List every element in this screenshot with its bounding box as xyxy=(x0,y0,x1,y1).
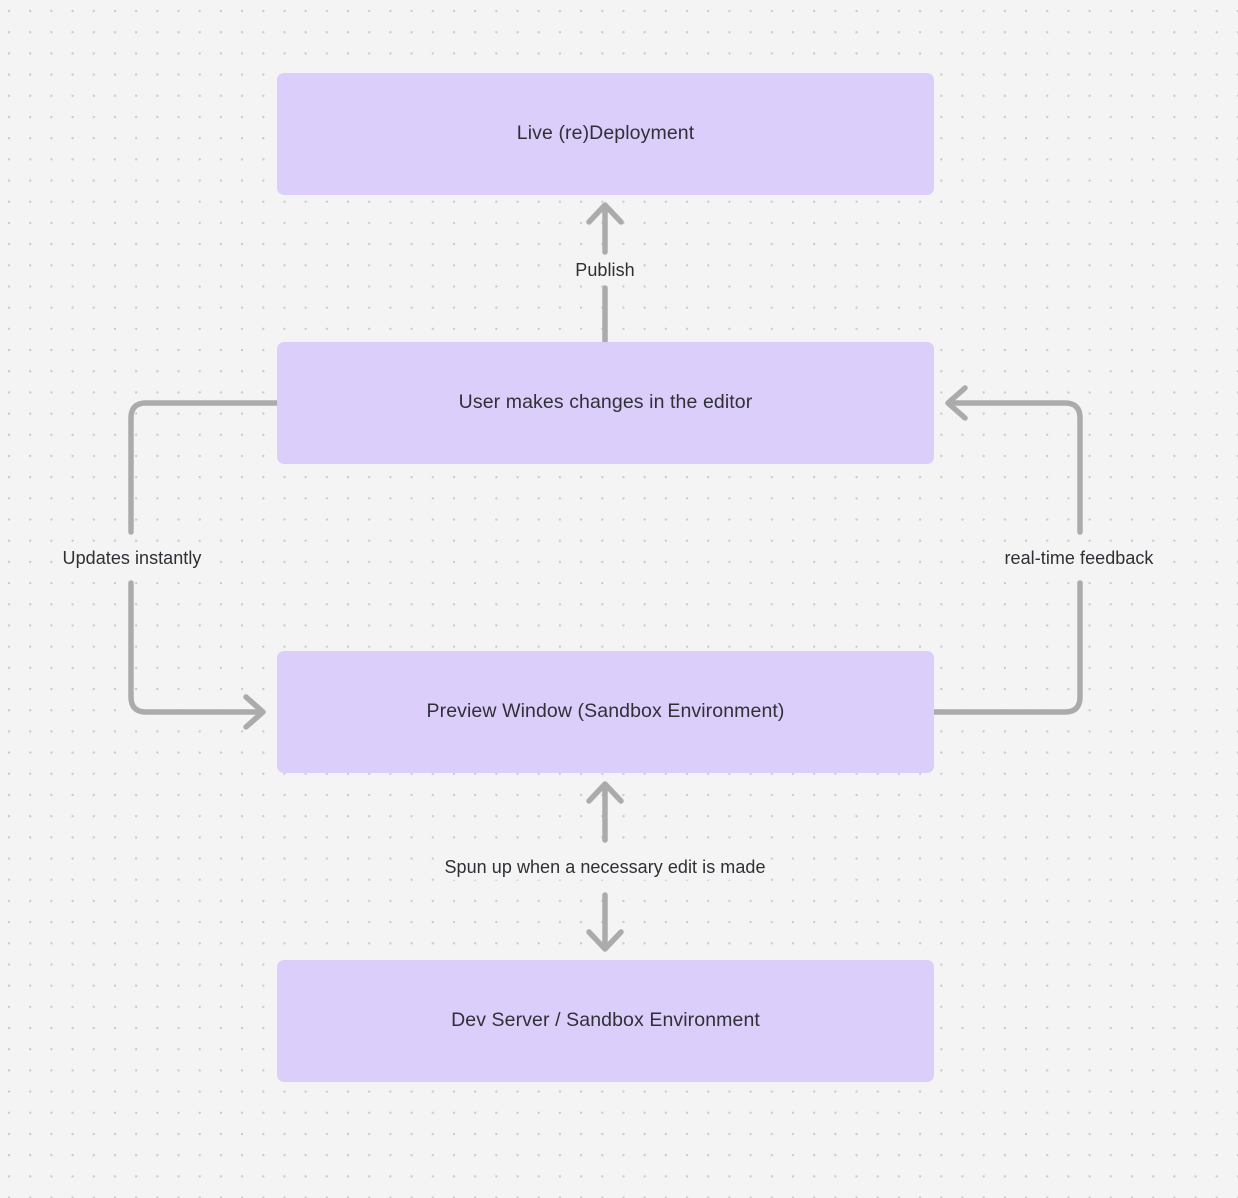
node-live-deployment[interactable]: Live (re)Deployment xyxy=(277,73,934,195)
edge-label-real-time-feedback: real-time feedback xyxy=(999,545,1159,571)
node-preview-window-label: Preview Window (Sandbox Environment) xyxy=(426,700,785,723)
node-user-edits[interactable]: User makes changes in the editor xyxy=(277,342,934,464)
edge-label-updates-instantly: Updates instantly xyxy=(57,545,207,571)
node-user-edits-label: User makes changes in the editor xyxy=(458,391,753,414)
node-live-deployment-label: Live (re)Deployment xyxy=(516,122,695,145)
node-dev-server-label: Dev Server / Sandbox Environment xyxy=(451,1009,760,1032)
edge-label-spun-up: Spun up when a necessary edit is made xyxy=(439,854,771,880)
node-dev-server[interactable]: Dev Server / Sandbox Environment xyxy=(277,960,934,1082)
edge-label-publish: Publish xyxy=(570,257,640,283)
node-preview-window[interactable]: Preview Window (Sandbox Environment) xyxy=(277,651,934,773)
